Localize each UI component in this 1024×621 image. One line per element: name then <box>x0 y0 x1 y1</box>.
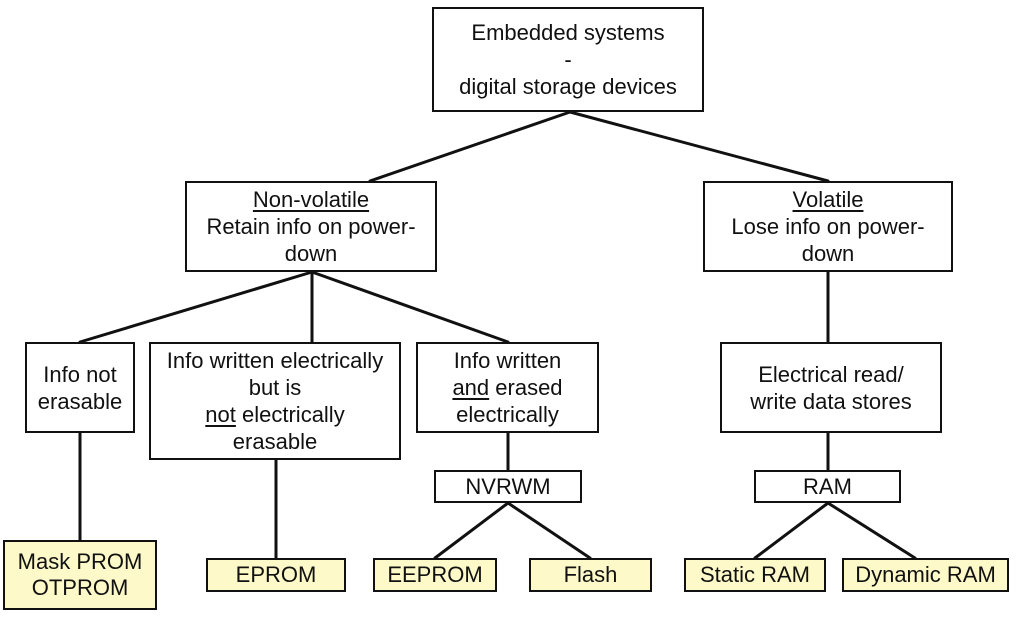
volatile-node: Volatile Lose info on power- down <box>703 181 953 272</box>
written-not-erasable-line-1: Info written electrically <box>166 348 384 373</box>
nonvolatile-title: Non-volatile <box>252 187 370 212</box>
static-ram-label: Static RAM <box>699 562 811 587</box>
nonvolatile-line-1: Retain info on power- <box>206 214 416 239</box>
nvrwm-node: NVRWM <box>434 470 582 503</box>
root-line-1: Embedded systems <box>471 20 665 45</box>
edge-root-nonvolatile <box>368 110 572 183</box>
mask-prom-label: Mask PROM <box>17 549 143 574</box>
edge-nonvolatile-written-erased <box>310 270 510 344</box>
written-erased-and: and <box>452 375 490 400</box>
written-not-erasable-line-4: erasable <box>232 429 318 454</box>
volatile-line-1: Lose info on power- <box>731 214 925 239</box>
rw-stores-node: Electrical read/ write data stores <box>720 342 942 433</box>
edge-ram-dynamic-ram <box>826 501 917 560</box>
root-line-3: digital storage devices <box>459 74 677 99</box>
edge-nvrwm-eeprom <box>433 501 510 560</box>
nvrwm-label: NVRWM <box>465 474 551 499</box>
nonvolatile-node: Non-volatile Retain info on power- down <box>185 181 437 272</box>
eprom-leaf: EPROM <box>206 558 346 592</box>
not-erasable-node: Info not erasable <box>25 342 135 433</box>
volatile-line-2: down <box>801 241 855 266</box>
written-erased-line-3: electrically <box>456 402 559 427</box>
root-line-2: - <box>564 47 572 72</box>
otprom-label: OTPROM <box>31 575 129 600</box>
written-not-erasable-not: not <box>205 402 236 427</box>
static-ram-leaf: Static RAM <box>684 558 826 592</box>
edge-nonvolatile-not-erasable <box>78 270 314 344</box>
written-erased-line-1: Info written <box>453 348 562 373</box>
written-not-erasable-line-3: not electrically <box>205 401 344 428</box>
not-erasable-line-1: Info not <box>43 361 117 387</box>
written-erased-line-2: and erased <box>452 374 562 401</box>
written-erased-node: Info written and erased electrically <box>416 342 599 433</box>
ram-node: RAM <box>754 470 901 503</box>
written-not-erasable-line-2: but is <box>248 375 302 400</box>
dynamic-ram-leaf: Dynamic RAM <box>842 558 1009 592</box>
eeprom-label: EEPROM <box>387 562 483 587</box>
nonvolatile-line-2: down <box>284 241 338 266</box>
not-erasable-line-2: erasable <box>37 388 123 414</box>
written-not-erasable-electrically: electrically <box>235 402 345 427</box>
ram-label: RAM <box>803 474 852 499</box>
edge-root-volatile <box>568 110 830 183</box>
volatile-title: Volatile <box>792 187 864 212</box>
written-not-erasable-node: Info written electrically but is not ele… <box>149 342 401 460</box>
mask-prom-otprom-leaf: Mask PROM OTPROM <box>3 540 157 610</box>
edge-ram-static-ram <box>753 501 830 560</box>
dynamic-ram-label: Dynamic RAM <box>855 562 996 587</box>
root-node: Embedded systems - digital storage devic… <box>432 7 704 112</box>
rw-stores-line-2: write data stores <box>750 388 912 414</box>
rw-stores-line-1: Electrical read/ <box>758 361 904 387</box>
eprom-label: EPROM <box>235 562 317 587</box>
flash-label: Flash <box>563 562 618 587</box>
eeprom-leaf: EEPROM <box>373 558 497 592</box>
flash-leaf: Flash <box>529 558 652 592</box>
edge-nvrwm-flash <box>506 501 592 560</box>
written-erased-erased: erased <box>489 375 563 400</box>
